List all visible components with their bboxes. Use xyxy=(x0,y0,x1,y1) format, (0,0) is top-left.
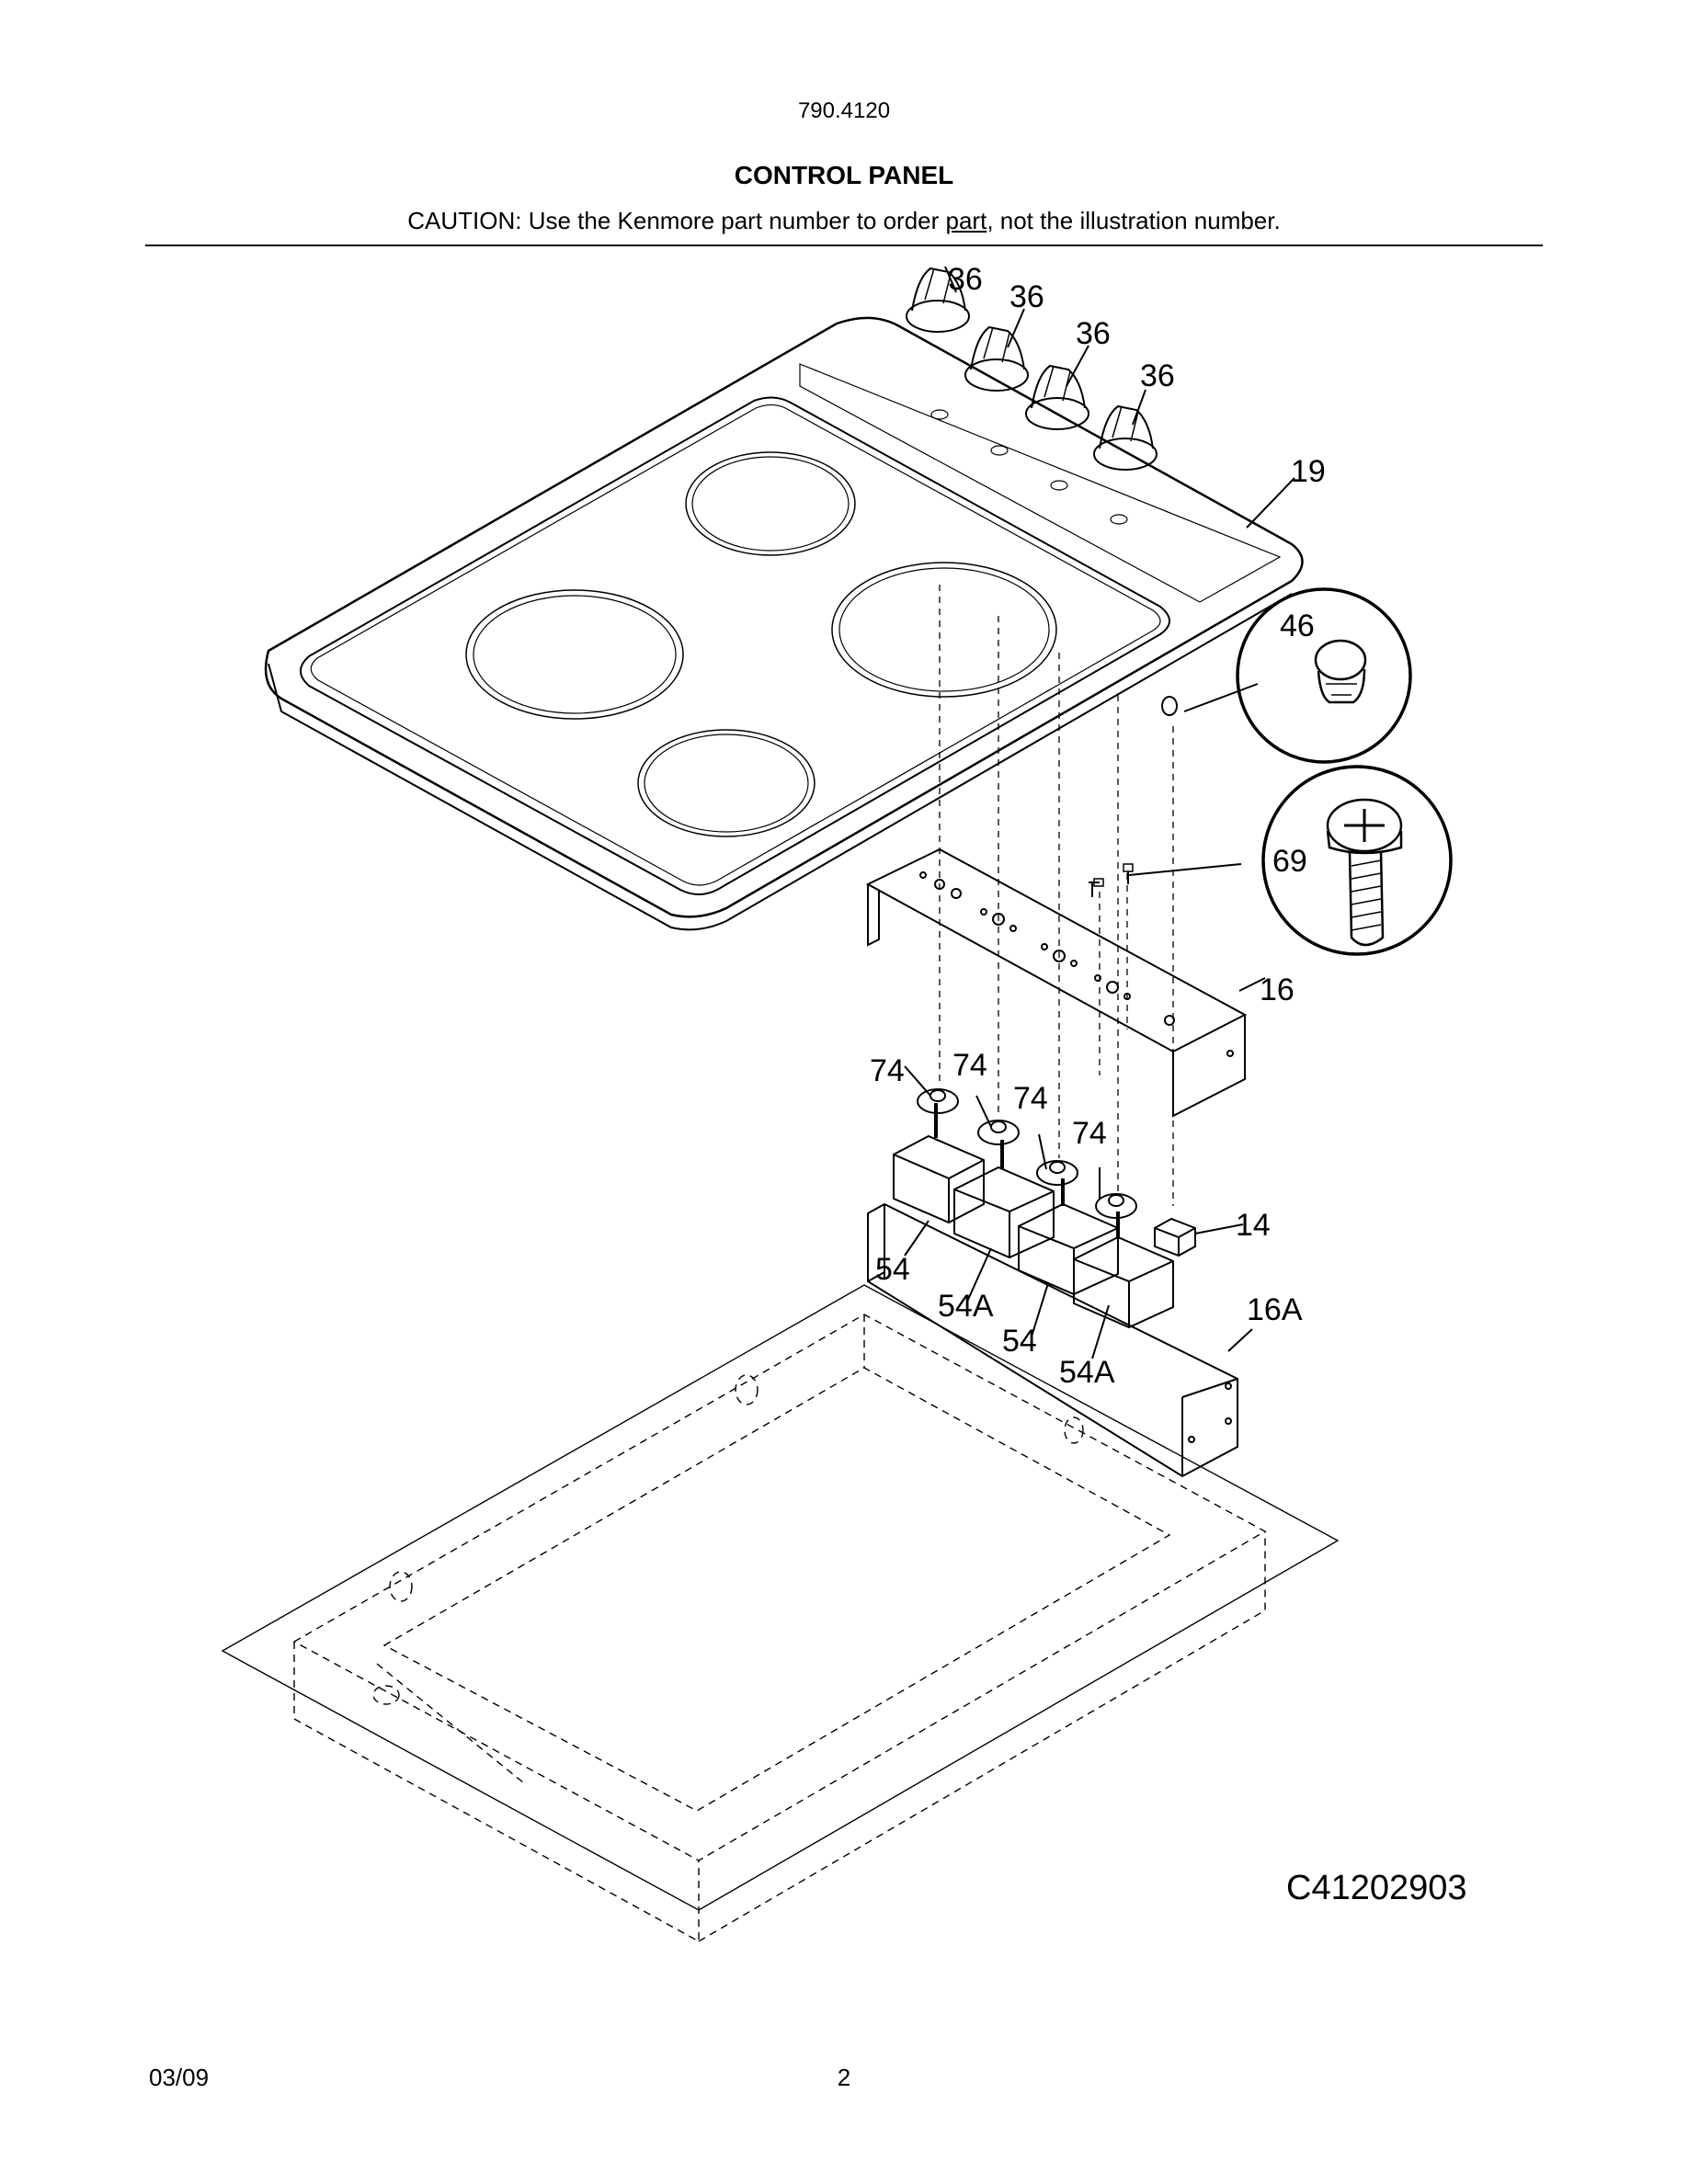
control-knobs xyxy=(906,267,1158,471)
upper-bracket xyxy=(865,847,1248,1118)
callout-bracket: 16 xyxy=(1260,973,1295,1007)
caution-suffix: , not the illustration number. xyxy=(987,207,1281,234)
knob-4 xyxy=(1093,404,1158,471)
callout-switch-3: 54 xyxy=(1002,1324,1037,1359)
indicator-light xyxy=(1154,1217,1196,1257)
callout-switch-4: 54A xyxy=(1059,1355,1115,1390)
caution-note: CAUTION: Use the Kenmore part number to … xyxy=(0,207,1688,235)
cooktop-chassis xyxy=(221,1284,1340,1943)
callout-knob-3: 36 xyxy=(1076,316,1111,351)
model-number: 790.4120 xyxy=(797,98,891,123)
callout-switch-2: 54A xyxy=(938,1289,994,1324)
callout-seal-2: 74 xyxy=(952,1048,987,1083)
alignment-lines xyxy=(939,585,1174,1206)
page-number: 2 xyxy=(837,2064,851,2091)
infinite-switches xyxy=(893,1103,1174,1329)
callout-switch-1: 54 xyxy=(875,1252,910,1287)
knob-2 xyxy=(964,325,1029,392)
caution-underlined: part xyxy=(945,207,987,234)
callout-seal-3: 74 xyxy=(1013,1081,1048,1116)
caution-prefix: CAUTION: Use the Kenmore part number to … xyxy=(407,207,946,234)
callout-screw: 69 xyxy=(1272,844,1307,879)
section-title: CONTROL PANEL xyxy=(734,161,954,189)
cooktop-glass xyxy=(264,316,1304,931)
header-rule xyxy=(145,245,1543,246)
callout-seal-1: 74 xyxy=(870,1053,905,1088)
callout-knob-1: 36 xyxy=(948,262,983,297)
screw-part xyxy=(1089,765,1453,956)
callout-plug: 46 xyxy=(1280,609,1315,643)
callout-cooktop: 19 xyxy=(1291,454,1326,489)
callout-indicator-light: 14 xyxy=(1236,1208,1271,1243)
footer-date: 03/09 xyxy=(149,2064,210,2091)
figure-code: C41202903 xyxy=(1286,1869,1467,1907)
callout-seal-4: 74 xyxy=(1072,1116,1107,1151)
knob-1 xyxy=(906,267,970,333)
lower-bracket xyxy=(867,1202,1238,1478)
knob-3 xyxy=(1025,364,1089,430)
plug-part xyxy=(1161,587,1412,764)
callout-knob-4: 36 xyxy=(1140,358,1175,393)
callout-labels: 36 36 36 36 19 46 69 16 74 74 74 74 14 5… xyxy=(870,262,1326,1390)
callout-knob-2: 36 xyxy=(1009,279,1044,314)
leader-lines xyxy=(904,266,1295,1359)
seals xyxy=(917,1088,1137,1219)
callout-lower-bracket: 16A xyxy=(1247,1292,1303,1327)
